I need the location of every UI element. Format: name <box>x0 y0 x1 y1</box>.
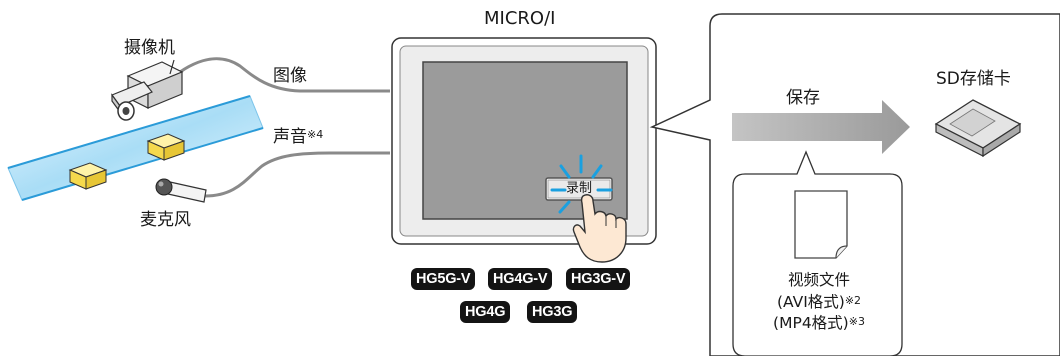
image-connection-label: 图像 <box>273 66 307 86</box>
model-badge: HG4G-V <box>488 268 553 290</box>
micro-i-device <box>391 37 657 245</box>
sd-card-icon <box>934 99 1022 158</box>
save-label: 保存 <box>786 88 820 108</box>
camera-label: 摄像机 <box>124 38 175 58</box>
microphone-label: 麦克风 <box>140 210 191 230</box>
image-cable <box>179 57 390 93</box>
audio-note: ※4 <box>307 128 324 141</box>
save-arrow <box>732 100 910 154</box>
camera-icon <box>111 59 184 121</box>
file-title: 视频文件 <box>787 271 850 289</box>
audio-label-text: 声音 <box>273 127 307 147</box>
format-mp4-text: (MP4格式) <box>773 314 849 332</box>
format-avi-text: (AVI格式) <box>776 293 845 311</box>
conveyor-belt <box>7 95 264 201</box>
format-avi-note: ※2 <box>844 294 862 307</box>
format-mp4-note: ※3 <box>848 315 865 328</box>
tap-burst-icon <box>550 154 613 214</box>
document-icon <box>794 190 848 259</box>
microphone-icon <box>155 178 207 203</box>
file-format-avi: (AVI格式)※2 <box>735 293 903 312</box>
product-box <box>68 162 108 190</box>
model-badge: HG3G-V <box>566 268 631 290</box>
audio-cable <box>204 151 390 198</box>
device-name: MICRO/I <box>484 8 556 29</box>
audio-connection-label: 声音※4 <box>273 127 323 147</box>
file-format-mp4: (MP4格式)※3 <box>735 314 903 333</box>
storage-label: SD存储卡 <box>936 69 1011 89</box>
record-button-label[interactable]: 录制 <box>565 181 592 196</box>
hand-pointer-icon <box>572 194 627 263</box>
model-badge: HG3G <box>527 301 578 323</box>
model-badge: HG5G-V <box>411 268 476 290</box>
product-box <box>146 133 186 161</box>
model-badge: HG4G <box>460 301 511 323</box>
